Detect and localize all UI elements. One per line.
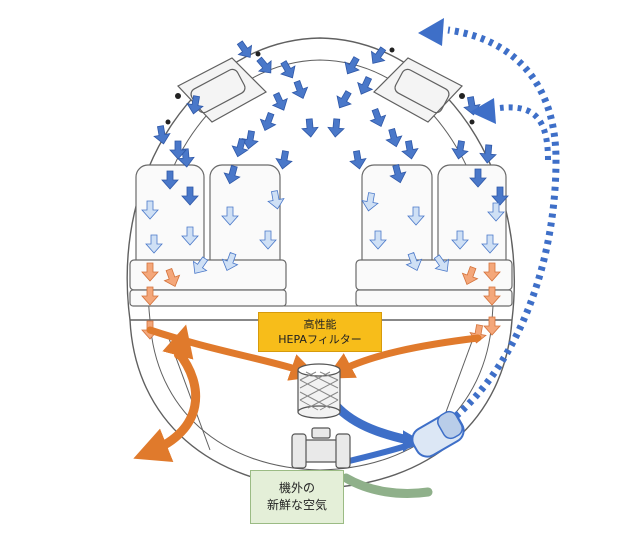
fresh-label-line1: 機外の [278,481,315,495]
mixer-duct-icon [411,410,465,458]
airflow-arrow-icon [288,78,312,102]
airflow-arrow-icon [268,89,292,115]
fresh-label-line2: 新鮮な空気 [266,498,327,512]
supply-duct-dashed [447,26,560,419]
airflow-arrow-icon [348,149,368,171]
airflow-arrow-icon [252,53,278,79]
airflow-arrow-icon [326,117,346,139]
fresh-air-intake-icon [291,427,351,469]
overhead-bin-left [177,57,267,123]
airflow-arrow-icon [276,57,300,83]
airflow-arrow-icon [383,126,405,150]
airflow-arrow-icon [152,124,172,146]
airflow-arrow-icon [332,87,356,113]
airflow-arrow-icon [274,149,294,171]
hepa-filter-label: 高性能 HEPAフィルター [258,312,382,352]
fresh-air-flow [341,473,433,498]
airflow-arrow-icon [232,37,258,63]
airflow-arrow-icon [400,139,420,161]
recirculation-flow [133,324,482,463]
airflow-arrow-icon [366,106,390,130]
seat-row-right [355,164,513,307]
hepa-filter-cylinder-icon [297,363,341,419]
overhead-bin-right [373,57,463,123]
hepa-label-line1: 高性能 [303,318,337,331]
fresh-air-label: 機外の 新鮮な空気 [250,470,344,524]
hinge-dots [165,47,475,125]
hepa-label-line2: HEPAフィルター [278,333,362,346]
airflow-arrow-icon [365,43,391,69]
airflow-arrow-icon [256,110,280,134]
supply-arrowhead-side [470,98,496,124]
supply-arrowhead-top [418,18,444,46]
airflow-arrow-icon [300,117,320,139]
airflow-arrow-icon [353,73,377,99]
seat-row-left [129,164,287,307]
